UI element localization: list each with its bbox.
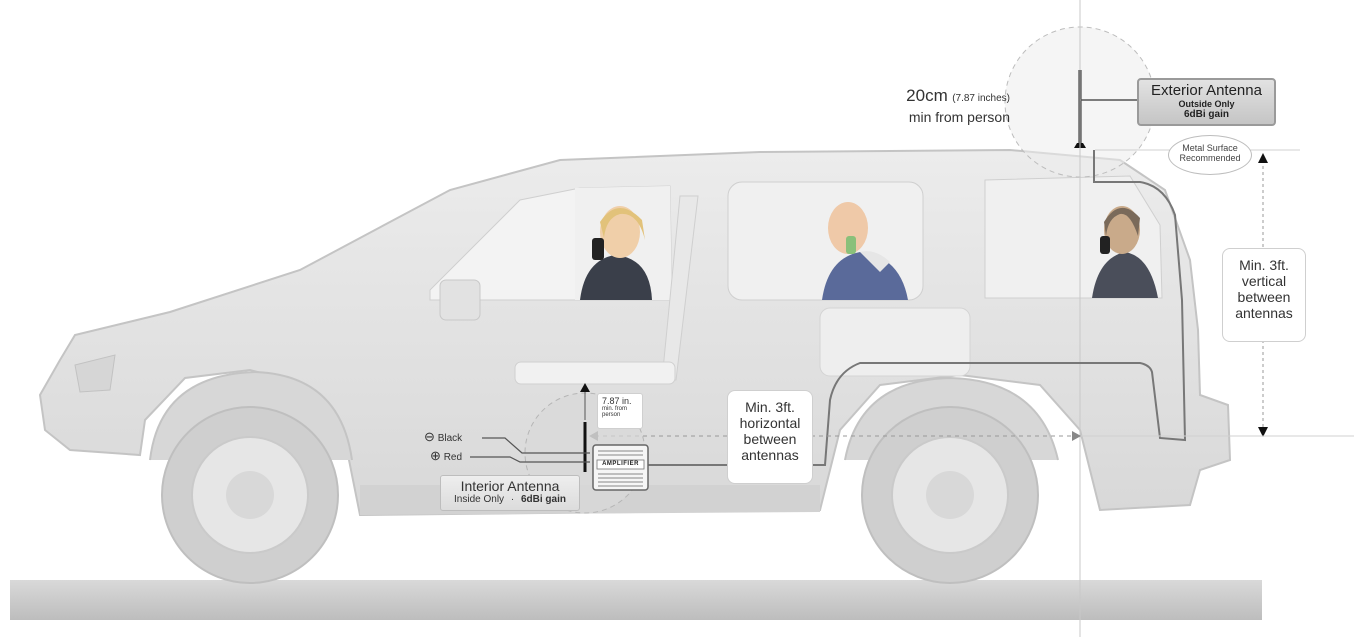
black-wire-text: Black <box>438 433 462 444</box>
horizontal-note-line3: between <box>728 431 812 447</box>
black-wire-label: ⊖ Black <box>424 430 462 445</box>
exterior-distance-line2: min from person <box>870 109 1010 125</box>
vertical-note-line2: vertical <box>1223 273 1305 289</box>
horizontal-note-line2: horizontal <box>728 415 812 431</box>
vertical-note-line4: antennas <box>1223 305 1305 321</box>
red-wire-text: Red <box>444 452 462 463</box>
vertical-spacing-note: Min. 3ft. vertical between antennas <box>1222 248 1306 342</box>
vertical-note-line1: Min. 3ft. <box>1223 257 1305 273</box>
horizontal-note-line1: Min. 3ft. <box>728 399 812 415</box>
amplifier-text: AMPLIFIER <box>597 460 644 469</box>
vertical-note-line3: between <box>1223 289 1305 305</box>
exterior-distance-cm: 20cm <box>906 86 948 105</box>
interior-distance-note: 7.87 in. min. from person <box>597 393 643 429</box>
side-mirror <box>440 280 480 320</box>
seat-back <box>820 308 970 376</box>
horizontal-spacing-note: Min. 3ft. horizontal between antennas <box>727 390 813 484</box>
door-armrest <box>515 362 675 384</box>
interior-antenna-title: Interior Antenna <box>441 478 579 494</box>
interior-antenna-gain: 6dBi gain <box>521 494 566 505</box>
interior-antenna-separator: · <box>511 494 514 505</box>
metal-surface-note: Metal Surface Recommended <box>1168 135 1252 175</box>
interior-antenna-label: Interior Antenna Inside Only · 6dBi gain <box>440 475 580 511</box>
exterior-antenna-gain: 6dBi gain <box>1139 109 1274 120</box>
exterior-antenna-label: Exterior Antenna Outside Only 6dBi gain <box>1137 78 1276 126</box>
positive-terminal-icon: ⊕ <box>430 448 441 463</box>
metal-surface-line1: Metal Surface <box>1169 143 1251 153</box>
exterior-distance-note: 20cm (7.87 inches) min from person <box>870 86 1010 125</box>
negative-terminal-icon: ⊖ <box>424 429 435 444</box>
exterior-antenna-title: Exterior Antenna <box>1139 82 1274 99</box>
exterior-antenna-scope: Outside Only <box>1139 99 1274 109</box>
horizontal-note-line4: antennas <box>728 447 812 463</box>
vertical-arrow-up <box>1258 153 1268 163</box>
red-wire-label: ⊕ Red <box>430 449 462 464</box>
metal-surface-line2: Recommended <box>1169 153 1251 163</box>
interior-antenna-scope: Inside Only <box>454 494 504 505</box>
exterior-distance-inches: (7.87 inches) <box>952 93 1010 104</box>
interior-distance-line3: person <box>602 412 642 418</box>
interior-distance-line1: 7.87 in. <box>602 396 642 406</box>
front-hub <box>226 471 274 519</box>
ground <box>10 580 1262 620</box>
interior-antenna-details: Inside Only · 6dBi gain <box>441 494 579 505</box>
rear-hub <box>926 471 974 519</box>
exterior-distance-line1: 20cm (7.87 inches) <box>870 86 1010 106</box>
